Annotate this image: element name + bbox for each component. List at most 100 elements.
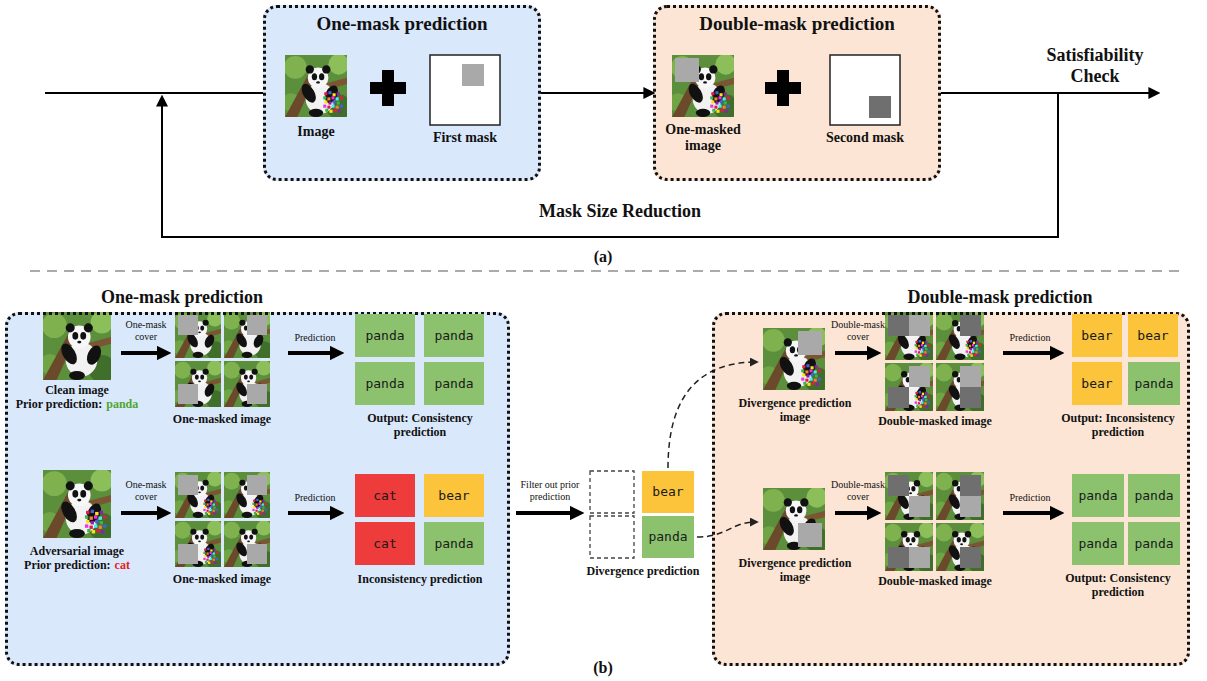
output-caption: Inconsistency prediction (358, 573, 483, 587)
second-mask-patch (960, 475, 981, 496)
thick-arrow (121, 351, 167, 355)
separator-line (30, 270, 1180, 272)
panda-photo (40, 469, 116, 540)
panda-photo (173, 360, 224, 408)
thick-arrow (835, 511, 877, 515)
dashed-arrow (697, 522, 757, 537)
first-mask-patch (178, 475, 198, 495)
image-caption: Divergence prediction image (730, 557, 860, 585)
prediction-box: panda (1128, 474, 1180, 517)
prediction-box: panda (1072, 522, 1124, 565)
panel-fill (5, 5, 1190, 666)
panel-fill (653, 5, 941, 181)
prediction-box: bear (642, 471, 694, 513)
adversarial-noise (915, 391, 930, 408)
prediction-box: bear (424, 474, 484, 517)
panda-photo (282, 54, 351, 119)
prediction-box: bear (1072, 314, 1122, 357)
class-label: bear (1137, 328, 1168, 344)
first-mask-patch (247, 315, 267, 335)
separator-line (30, 271, 1180, 272)
image-caption: One-masked image (173, 413, 271, 427)
second-mask-patch (960, 547, 981, 568)
class-label: panda (434, 536, 473, 552)
first-mask-patch (909, 547, 930, 568)
panel-label: (b) (593, 659, 613, 677)
image-caption: First mask (433, 130, 497, 146)
class-word: cat (115, 559, 130, 573)
first-mask-patch (178, 315, 198, 335)
prediction-box: panda (1072, 474, 1124, 517)
mask-frame (430, 55, 500, 125)
panda-photo (222, 471, 273, 519)
prediction-box: panda (424, 362, 484, 405)
image-caption: Second mask (826, 130, 904, 146)
adversarial-noise (801, 364, 821, 386)
adversarial-noise (203, 499, 218, 515)
class-label: panda (434, 328, 473, 344)
class-label: panda (1078, 488, 1117, 504)
arrow-label: Prediction (1009, 492, 1050, 504)
panda-photo (883, 311, 937, 361)
thick-arrow (835, 351, 877, 355)
prediction-box: cat (355, 522, 415, 565)
flow-line (162, 93, 1058, 237)
prediction-box: panda (642, 516, 694, 558)
panda-photo (173, 311, 224, 359)
arrow-label: One-mask cover (120, 479, 172, 502)
adversarial-noise (966, 340, 981, 357)
mask-frame (830, 55, 900, 125)
adversarial-noise (710, 91, 730, 113)
group-caption: Divergence prediction (587, 565, 700, 579)
stage-panel: Double-mask prediction (653, 5, 941, 181)
first-mask-patch (960, 496, 981, 517)
prediction-box: panda (355, 314, 415, 357)
class-label: panda (1134, 536, 1173, 552)
panda-photo (883, 362, 937, 412)
first-mask-patch (909, 315, 930, 336)
class-label: panda (648, 529, 687, 545)
prediction-box: panda (355, 362, 415, 405)
output-caption: Output: Inconsistency prediction (1048, 412, 1188, 440)
adversarial-noise (252, 548, 267, 564)
image-caption: Image (297, 124, 334, 140)
second-mask-patch (869, 96, 891, 118)
panda-photo (934, 471, 988, 521)
thick-arrow (121, 353, 1060, 513)
class-word: panda (106, 398, 138, 412)
plus-sign (777, 70, 789, 106)
second-mask-patch (960, 387, 981, 408)
first-mask-patch (909, 366, 930, 387)
dashed-box (590, 471, 634, 513)
adversarial-noise (85, 510, 107, 534)
mask-frame (430, 55, 900, 125)
arrow-label: Filter out prior prediction (514, 479, 586, 502)
panda-photo (173, 520, 224, 568)
prediction-box: panda (424, 314, 484, 357)
first-mask-patch (675, 58, 699, 82)
first-mask-patch (247, 544, 267, 564)
class-label: bear (652, 484, 683, 500)
thick-arrow (516, 511, 580, 515)
arrow-label: Double-mask cover (828, 319, 888, 342)
arrow-label: Double-mask cover (828, 479, 888, 502)
panda-photo (760, 487, 829, 552)
plus-sign (370, 70, 801, 106)
step-label: Mask Size Reduction (539, 201, 701, 222)
panel-fill (712, 312, 1190, 666)
arrow-label: One-mask cover (120, 319, 172, 342)
image-caption: Divergence prediction image (730, 397, 860, 425)
panda-photo (883, 471, 937, 521)
first-mask-patch (798, 331, 822, 355)
arrow-label: Prediction (294, 492, 335, 504)
image-caption: Clean image (45, 384, 109, 398)
adversarial-noise (915, 340, 930, 357)
adversarial-noise (85, 91, 981, 568)
panel-label: (a) (594, 248, 613, 266)
image-caption: Double-masked image (878, 415, 992, 429)
first-mask-patch (909, 496, 930, 517)
class-label: panda (365, 328, 404, 344)
second-mask-patch (888, 475, 909, 496)
first-mask-patch (960, 547, 981, 568)
